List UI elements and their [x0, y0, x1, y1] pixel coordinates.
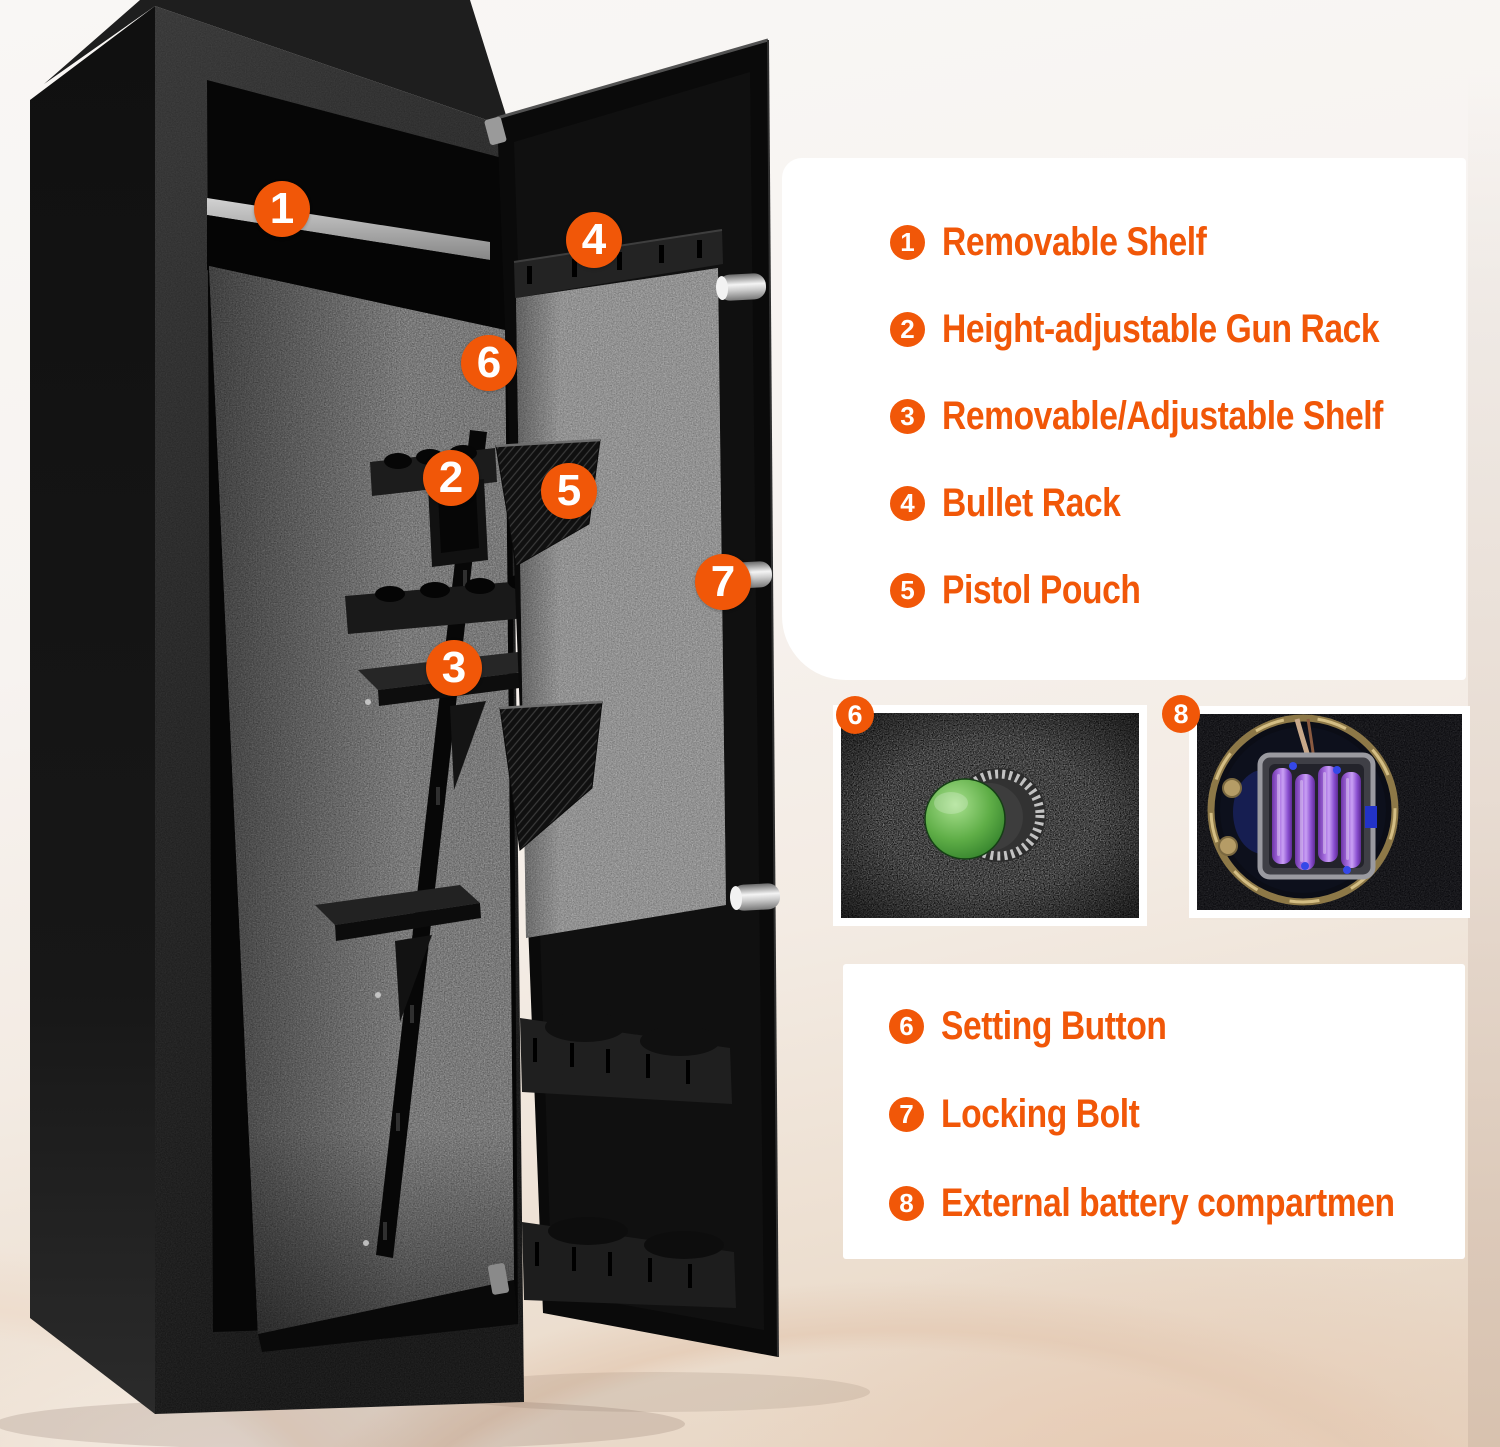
feature-label-7: Locking Bolt: [941, 1091, 1140, 1136]
mounting-holes: [363, 699, 381, 1246]
callout-marker-4: 4: [566, 212, 622, 268]
feature-label-6: Setting Button: [941, 1003, 1167, 1048]
feature-number-1: 1: [890, 224, 925, 260]
feature-item-2: 2 Height-adjustable Gun Rack: [890, 306, 1462, 351]
door-barrel-rack-upper: [520, 1012, 732, 1104]
battery-compartment-photo: [1189, 706, 1470, 918]
feature-item-1: 1 Removable Shelf: [890, 219, 1257, 264]
door-felt-lining: [516, 268, 726, 938]
callout-marker-3: 3: [426, 640, 482, 696]
feature-number-2: 2: [890, 311, 925, 347]
door-barrel-rack-lower: [522, 1217, 736, 1308]
callout-marker-photo-8: 8: [1162, 695, 1200, 733]
lower-shelf: [315, 885, 481, 1022]
feature-label-2: Height-adjustable Gun Rack: [942, 306, 1380, 351]
feature-item-3: 3 Removable/Adjustable Shelf: [890, 393, 1467, 438]
callout-marker-6: 6: [461, 335, 517, 391]
callout-marker-1: 1: [254, 181, 310, 237]
feature-label-4: Bullet Rack: [942, 480, 1121, 525]
feature-item-5: 5 Pistol Pouch: [890, 567, 1178, 612]
safe-door: [484, 38, 781, 1358]
feature-list-card-bottom: [843, 964, 1465, 1259]
callout-marker-7: 7: [695, 554, 751, 610]
feature-number-6: 6: [889, 1008, 924, 1044]
feature-label-8: External battery compartmen: [941, 1180, 1395, 1225]
feature-label-5: Pistol Pouch: [942, 567, 1141, 612]
door-hinge-top: [484, 116, 507, 145]
interior-felt-lining: [209, 266, 518, 1352]
setting-button: [924, 768, 1046, 862]
feature-number-8: 8: [889, 1185, 924, 1221]
feature-label-1: Removable Shelf: [942, 219, 1207, 264]
feature-number-5: 5: [890, 572, 925, 608]
feature-item-8: 8 External battery compartmen: [889, 1180, 1481, 1225]
feature-number-3: 3: [890, 398, 925, 434]
feature-item-7: 7 Locking Bolt: [889, 1091, 1177, 1136]
feature-item-4: 4 Bullet Rack: [890, 480, 1154, 525]
setting-button-photo: [833, 705, 1147, 926]
callout-marker-photo-6: 6: [836, 696, 874, 734]
callout-marker-2: 2: [423, 450, 479, 506]
pistol-pouch-lower: [499, 700, 603, 851]
feature-number-4: 4: [890, 485, 925, 521]
feature-label-3: Removable/Adjustable Shelf: [942, 393, 1383, 438]
door-hinge-bottom: [487, 1263, 509, 1295]
feature-item-6: 6 Setting Button: [889, 1003, 1210, 1048]
background-accent-band: [1468, 0, 1500, 1447]
feature-number-7: 7: [889, 1096, 924, 1132]
callout-marker-5: 5: [541, 463, 597, 519]
battery-compartment: [1207, 714, 1399, 906]
